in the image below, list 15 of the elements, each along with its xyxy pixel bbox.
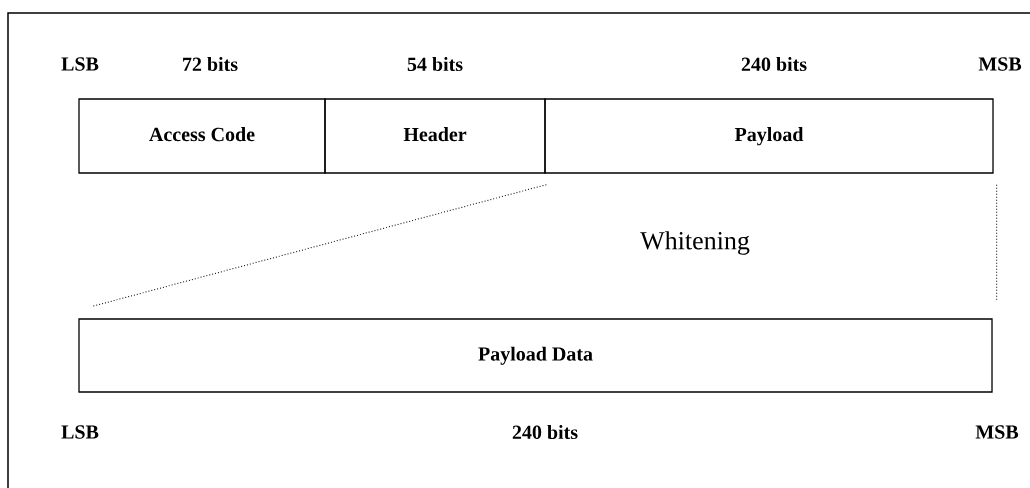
field-box: Access Code xyxy=(78,98,326,174)
expansion-line xyxy=(91,184,547,307)
field-label: 72 bits xyxy=(183,56,238,72)
field-box: Header xyxy=(324,98,546,174)
field-box: Payload xyxy=(544,98,994,174)
expansion-line xyxy=(996,184,998,301)
field-label: LSB xyxy=(61,57,99,71)
field-label: LSB xyxy=(61,425,99,439)
field-box: Payload Data xyxy=(78,318,993,393)
field-label: MSB xyxy=(978,57,1022,71)
field-label: 240 bits xyxy=(512,424,578,440)
field-label: 54 bits xyxy=(407,56,463,72)
process-label: Whitening xyxy=(640,231,750,255)
field-label: 240 bits xyxy=(741,56,807,72)
field-label: MSB xyxy=(975,425,1019,439)
